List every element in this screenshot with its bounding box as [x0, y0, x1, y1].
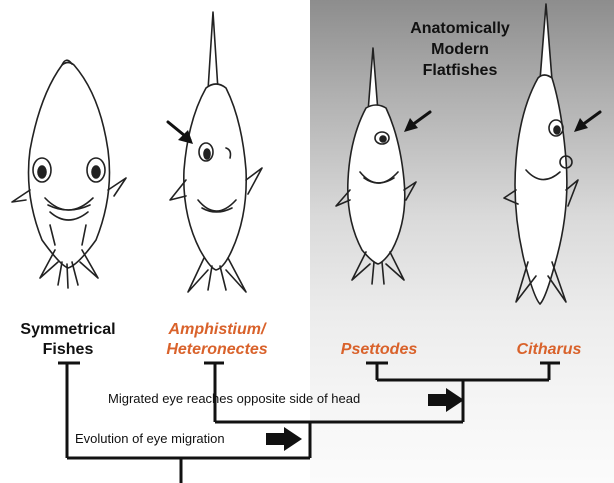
- label-amphistium-line-2: Heteronectes: [166, 341, 268, 358]
- label-amphistium-heteronectes: Amphistium/ Heteronectes: [150, 320, 284, 360]
- annotation-migrated-eye: Migrated eye reaches opposite side of he…: [108, 391, 361, 406]
- label-citharus: Citharus: [516, 341, 582, 358]
- arrowhead-amphistium: [178, 130, 193, 144]
- label-symmetrical-line-1: Symmetrical: [20, 321, 116, 338]
- label-symmetrical-fishes: Symmetrical Fishes: [6, 320, 130, 360]
- label-psettodes: Psettodes: [340, 341, 418, 358]
- block-arrow-evolution: [266, 427, 302, 451]
- cladogram-tree: [58, 361, 560, 483]
- annotation-eye-migration: Evolution of eye migration: [75, 431, 225, 446]
- arrowhead-citharus: [574, 118, 588, 132]
- label-symmetrical-line-2: Fishes: [42, 341, 94, 358]
- citharus-fish-drawing: [503, 3, 579, 305]
- block-arrow-migrated: [428, 388, 464, 412]
- heading-line-1: Anatomically: [410, 20, 510, 37]
- heading-line-2: Modern: [431, 41, 489, 58]
- psettodes-fish-drawing: [335, 47, 417, 285]
- heading-modern-flatfishes: Anatomically Modern Flatfishes: [400, 18, 520, 81]
- symmetrical-fish-drawing: [11, 59, 127, 289]
- label-amphistium-line-1: Amphistium/: [168, 321, 266, 338]
- amphistium-fish-drawing: [169, 11, 263, 293]
- arrowhead-psettodes: [404, 118, 418, 132]
- heading-line-3: Flatfishes: [422, 62, 498, 79]
